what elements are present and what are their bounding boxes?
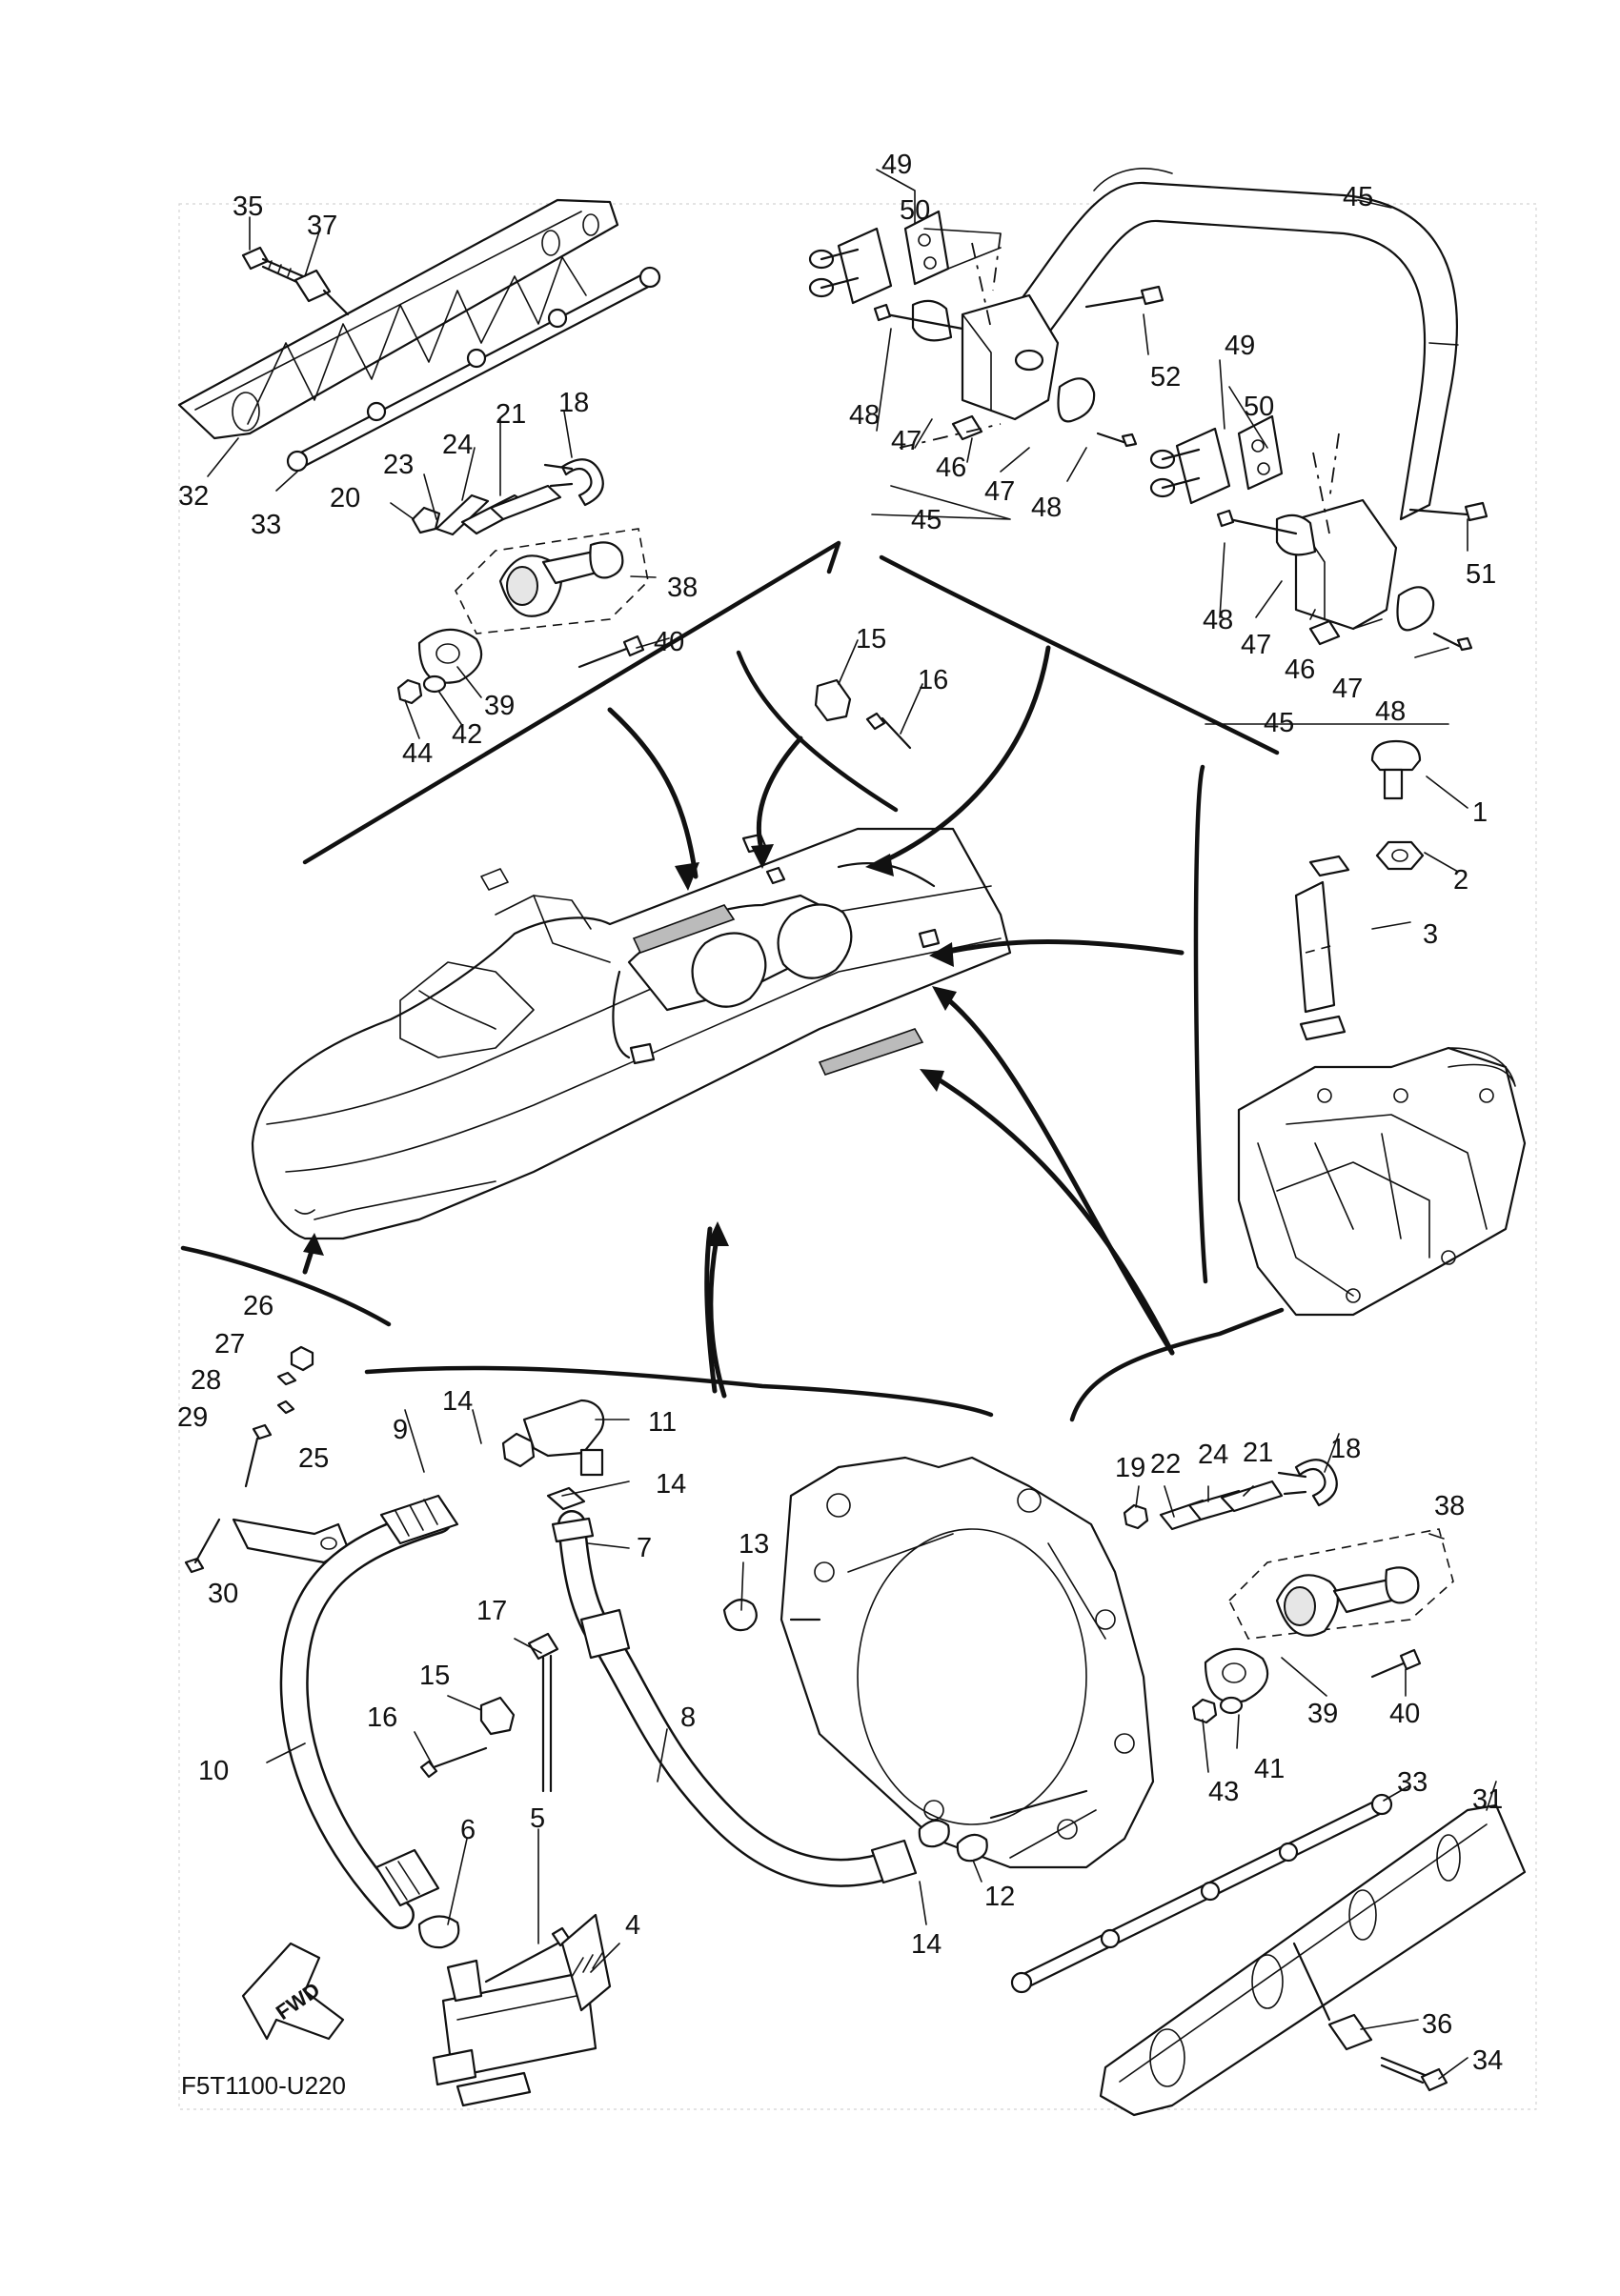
callout-47: 47: [1241, 630, 1271, 660]
callout-33: 33: [1397, 1767, 1428, 1798]
callout-18: 18: [1330, 1434, 1361, 1464]
callout-40: 40: [654, 627, 684, 657]
callout-16: 16: [918, 665, 948, 695]
callout-10: 10: [198, 1756, 229, 1786]
top-left-sponson-group: [177, 198, 670, 739]
callout-6: 6: [460, 1815, 476, 1845]
callout-12: 12: [984, 1882, 1015, 1912]
callout-49: 49: [881, 150, 912, 180]
callout-4: 4: [625, 1910, 640, 1941]
callout-28: 28: [191, 1365, 221, 1396]
callout-45: 45: [911, 505, 942, 535]
callout-15: 15: [856, 624, 886, 655]
callout-30: 30: [208, 1579, 238, 1609]
callout-48: 48: [849, 400, 880, 431]
clip-and-rivet-top: [814, 639, 923, 750]
callout-27: 27: [214, 1329, 245, 1359]
callout-43: 43: [1208, 1777, 1239, 1807]
lower-left-hose-group: [184, 1345, 982, 2107]
callout-29: 29: [177, 1402, 208, 1433]
callout-34: 34: [1472, 2045, 1503, 2076]
callout-32: 32: [178, 481, 209, 512]
callout-39: 39: [1307, 1699, 1338, 1729]
callout-19: 19: [1115, 1453, 1145, 1483]
callout-2: 2: [1453, 865, 1468, 896]
lower-right-ride-plate-group: [780, 1433, 1527, 2117]
callout-37: 37: [307, 211, 337, 241]
callout-21: 21: [1243, 1438, 1273, 1468]
callout-45: 45: [1343, 182, 1373, 212]
callout-42: 42: [452, 719, 482, 750]
page-frame: [178, 203, 1537, 2110]
callout-41: 41: [1254, 1754, 1285, 1784]
callout-44: 44: [402, 738, 433, 769]
callout-52: 52: [1150, 362, 1181, 393]
callout-26: 26: [243, 1291, 273, 1321]
callout-15: 15: [419, 1661, 450, 1691]
callout-33: 33: [251, 510, 281, 540]
callout-14: 14: [911, 1929, 942, 1960]
callout-labels: 35 37 32 33 23 24 21 18 20 38 40 39 42 4…: [177, 150, 1503, 2076]
callout-46: 46: [936, 453, 966, 483]
callout-49: 49: [1225, 331, 1255, 361]
callout-9: 9: [393, 1415, 408, 1445]
callout-25: 25: [298, 1443, 329, 1474]
callout-8: 8: [680, 1702, 696, 1733]
top-right-handrail-group: [808, 168, 1488, 725]
callout-17: 17: [476, 1596, 507, 1626]
callout-22: 22: [1150, 1449, 1181, 1480]
callout-14: 14: [442, 1386, 473, 1417]
callout-7: 7: [637, 1533, 652, 1563]
callout-20: 20: [330, 483, 360, 514]
callout-35: 35: [233, 191, 263, 222]
callout-14: 14: [656, 1469, 686, 1500]
callout-18: 18: [558, 388, 589, 418]
callout-21: 21: [496, 399, 526, 430]
callout-31: 31: [1472, 1784, 1503, 1815]
callout-50: 50: [900, 195, 930, 226]
callout-48: 48: [1203, 605, 1233, 635]
callout-24: 24: [1198, 1440, 1228, 1470]
callout-40: 40: [1389, 1699, 1420, 1729]
callout-47: 47: [891, 426, 921, 456]
callout-16: 16: [367, 1702, 397, 1733]
callout-3: 3: [1423, 919, 1438, 950]
watercraft-hull-outline: [251, 827, 1012, 1240]
callout-23: 23: [383, 450, 414, 480]
callout-39: 39: [484, 691, 515, 721]
callout-38: 38: [1434, 1491, 1465, 1521]
callout-46: 46: [1285, 655, 1315, 685]
callout-51: 51: [1466, 559, 1496, 590]
jet-pump-group: [1237, 739, 1527, 1317]
callout-38: 38: [667, 573, 698, 603]
callout-36: 36: [1422, 2009, 1452, 2040]
callout-48: 48: [1031, 493, 1062, 523]
diagram-code: F5T1100-U220: [181, 2071, 346, 2100]
callout-47: 47: [984, 476, 1015, 507]
callout-45: 45: [1264, 708, 1294, 738]
callout-5: 5: [530, 1803, 545, 1834]
callout-13: 13: [739, 1529, 769, 1560]
callout-24: 24: [442, 430, 473, 460]
callout-11: 11: [648, 1407, 677, 1438]
callout-50: 50: [1244, 392, 1274, 422]
callout-1: 1: [1472, 797, 1488, 828]
reference-arrows: [180, 540, 1285, 1422]
callout-48: 48: [1375, 696, 1406, 727]
callout-47: 47: [1332, 674, 1363, 704]
